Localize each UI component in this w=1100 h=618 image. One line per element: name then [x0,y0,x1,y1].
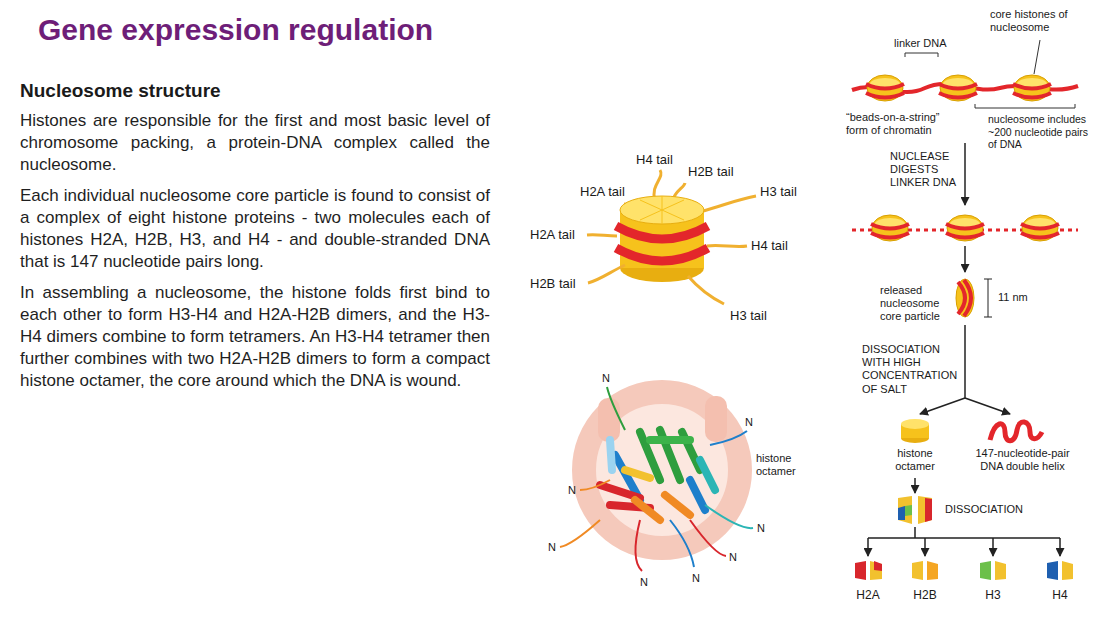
terminus-label: N [640,576,648,589]
terminus-label: N [757,522,765,535]
part-label: 147-nucleotide-pair DNA double helix [965,447,1080,473]
tail-label: H4 tail [751,238,788,254]
histone-label: H3 [973,588,1013,602]
part-label: core histones of nucleosome [990,8,1090,34]
part-label: “beads-on-a-string” form of chromatin [846,111,961,137]
octamer-figure [560,387,753,571]
dimension-label: 11 nm [998,291,1028,304]
tail-label: H2A tail [530,227,575,243]
histone-label: H2A [848,588,888,602]
slide-title: Gene expression regulation [38,13,433,47]
tail-label: H2B tail [530,276,576,292]
terminus-label: N [745,416,753,429]
step-label: DISSOCIATION [945,503,1023,516]
part-label: histone octamer [885,447,945,473]
tail-label: H2A tail [580,184,625,200]
terminus-label: N [729,551,737,564]
part-label: released nucleosome core particle [880,284,960,324]
terminus-label: N [568,484,576,497]
body-paragraph: In assembling a nucleosome, the histone … [20,282,490,392]
body-paragraph: Histones are responsible for the first a… [20,110,490,176]
part-label: nucleosome includes ~200 nucleotide pair… [988,113,1090,151]
tail-label: H4 tail [636,152,673,168]
histone-label: H4 [1040,588,1080,602]
section-heading: Nucleosome structure [20,80,490,102]
part-label: linker DNA [894,37,947,50]
part-label: histone octamer [756,452,814,478]
tail-label: H2B tail [688,164,734,180]
histone-label: H2B [905,588,945,602]
step-label: DISSOCIATION WITH HIGH CONCENTRATION OF … [862,343,958,396]
terminus-label: N [548,541,556,554]
step-label: NUCLEASE DIGESTS LINKER DNA [890,150,960,190]
tail-label: H3 tail [760,184,797,200]
terminus-label: N [692,572,700,585]
tail-label: H3 tail [730,308,767,324]
body-paragraph: Each individual nucleosome core particle… [20,185,490,273]
text-column: Nucleosome structureHistones are respons… [20,80,490,401]
terminus-label: N [602,372,610,385]
